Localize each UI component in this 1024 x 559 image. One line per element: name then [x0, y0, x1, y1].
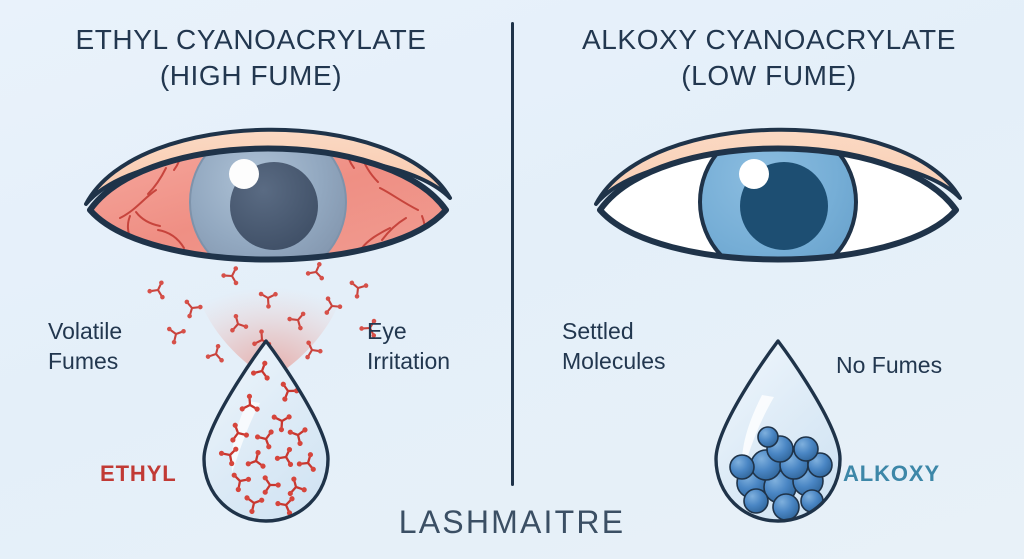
panel-title-right: ALKOXY CYANOACRYLATE (LOW FUME) — [581, 24, 957, 91]
brand-watermark: LASHMAITRE — [398, 504, 626, 540]
panel-title-left: ETHYL CYANOACRYLATE (HIGH FUME) — [75, 24, 427, 91]
fume-plume-left — [145, 260, 385, 380]
chem-tag-ethyl: ETHYL — [100, 461, 177, 486]
droplet-alkoxy — [714, 339, 842, 523]
droplet-ethyl — [202, 339, 330, 523]
label-eye-irritation: Eye Irritation — [367, 318, 451, 375]
panel-divider — [511, 22, 514, 486]
label-volatile-fumes: Volatile Fumes — [48, 318, 123, 375]
label-settled-molecules: Settled Molecules — [562, 318, 666, 375]
eye-irritated-left — [84, 127, 452, 263]
label-no-fumes: No Fumes — [836, 352, 943, 378]
eye-clear-right — [594, 127, 962, 263]
chem-tag-alkoxy: ALKOXY — [843, 461, 941, 486]
